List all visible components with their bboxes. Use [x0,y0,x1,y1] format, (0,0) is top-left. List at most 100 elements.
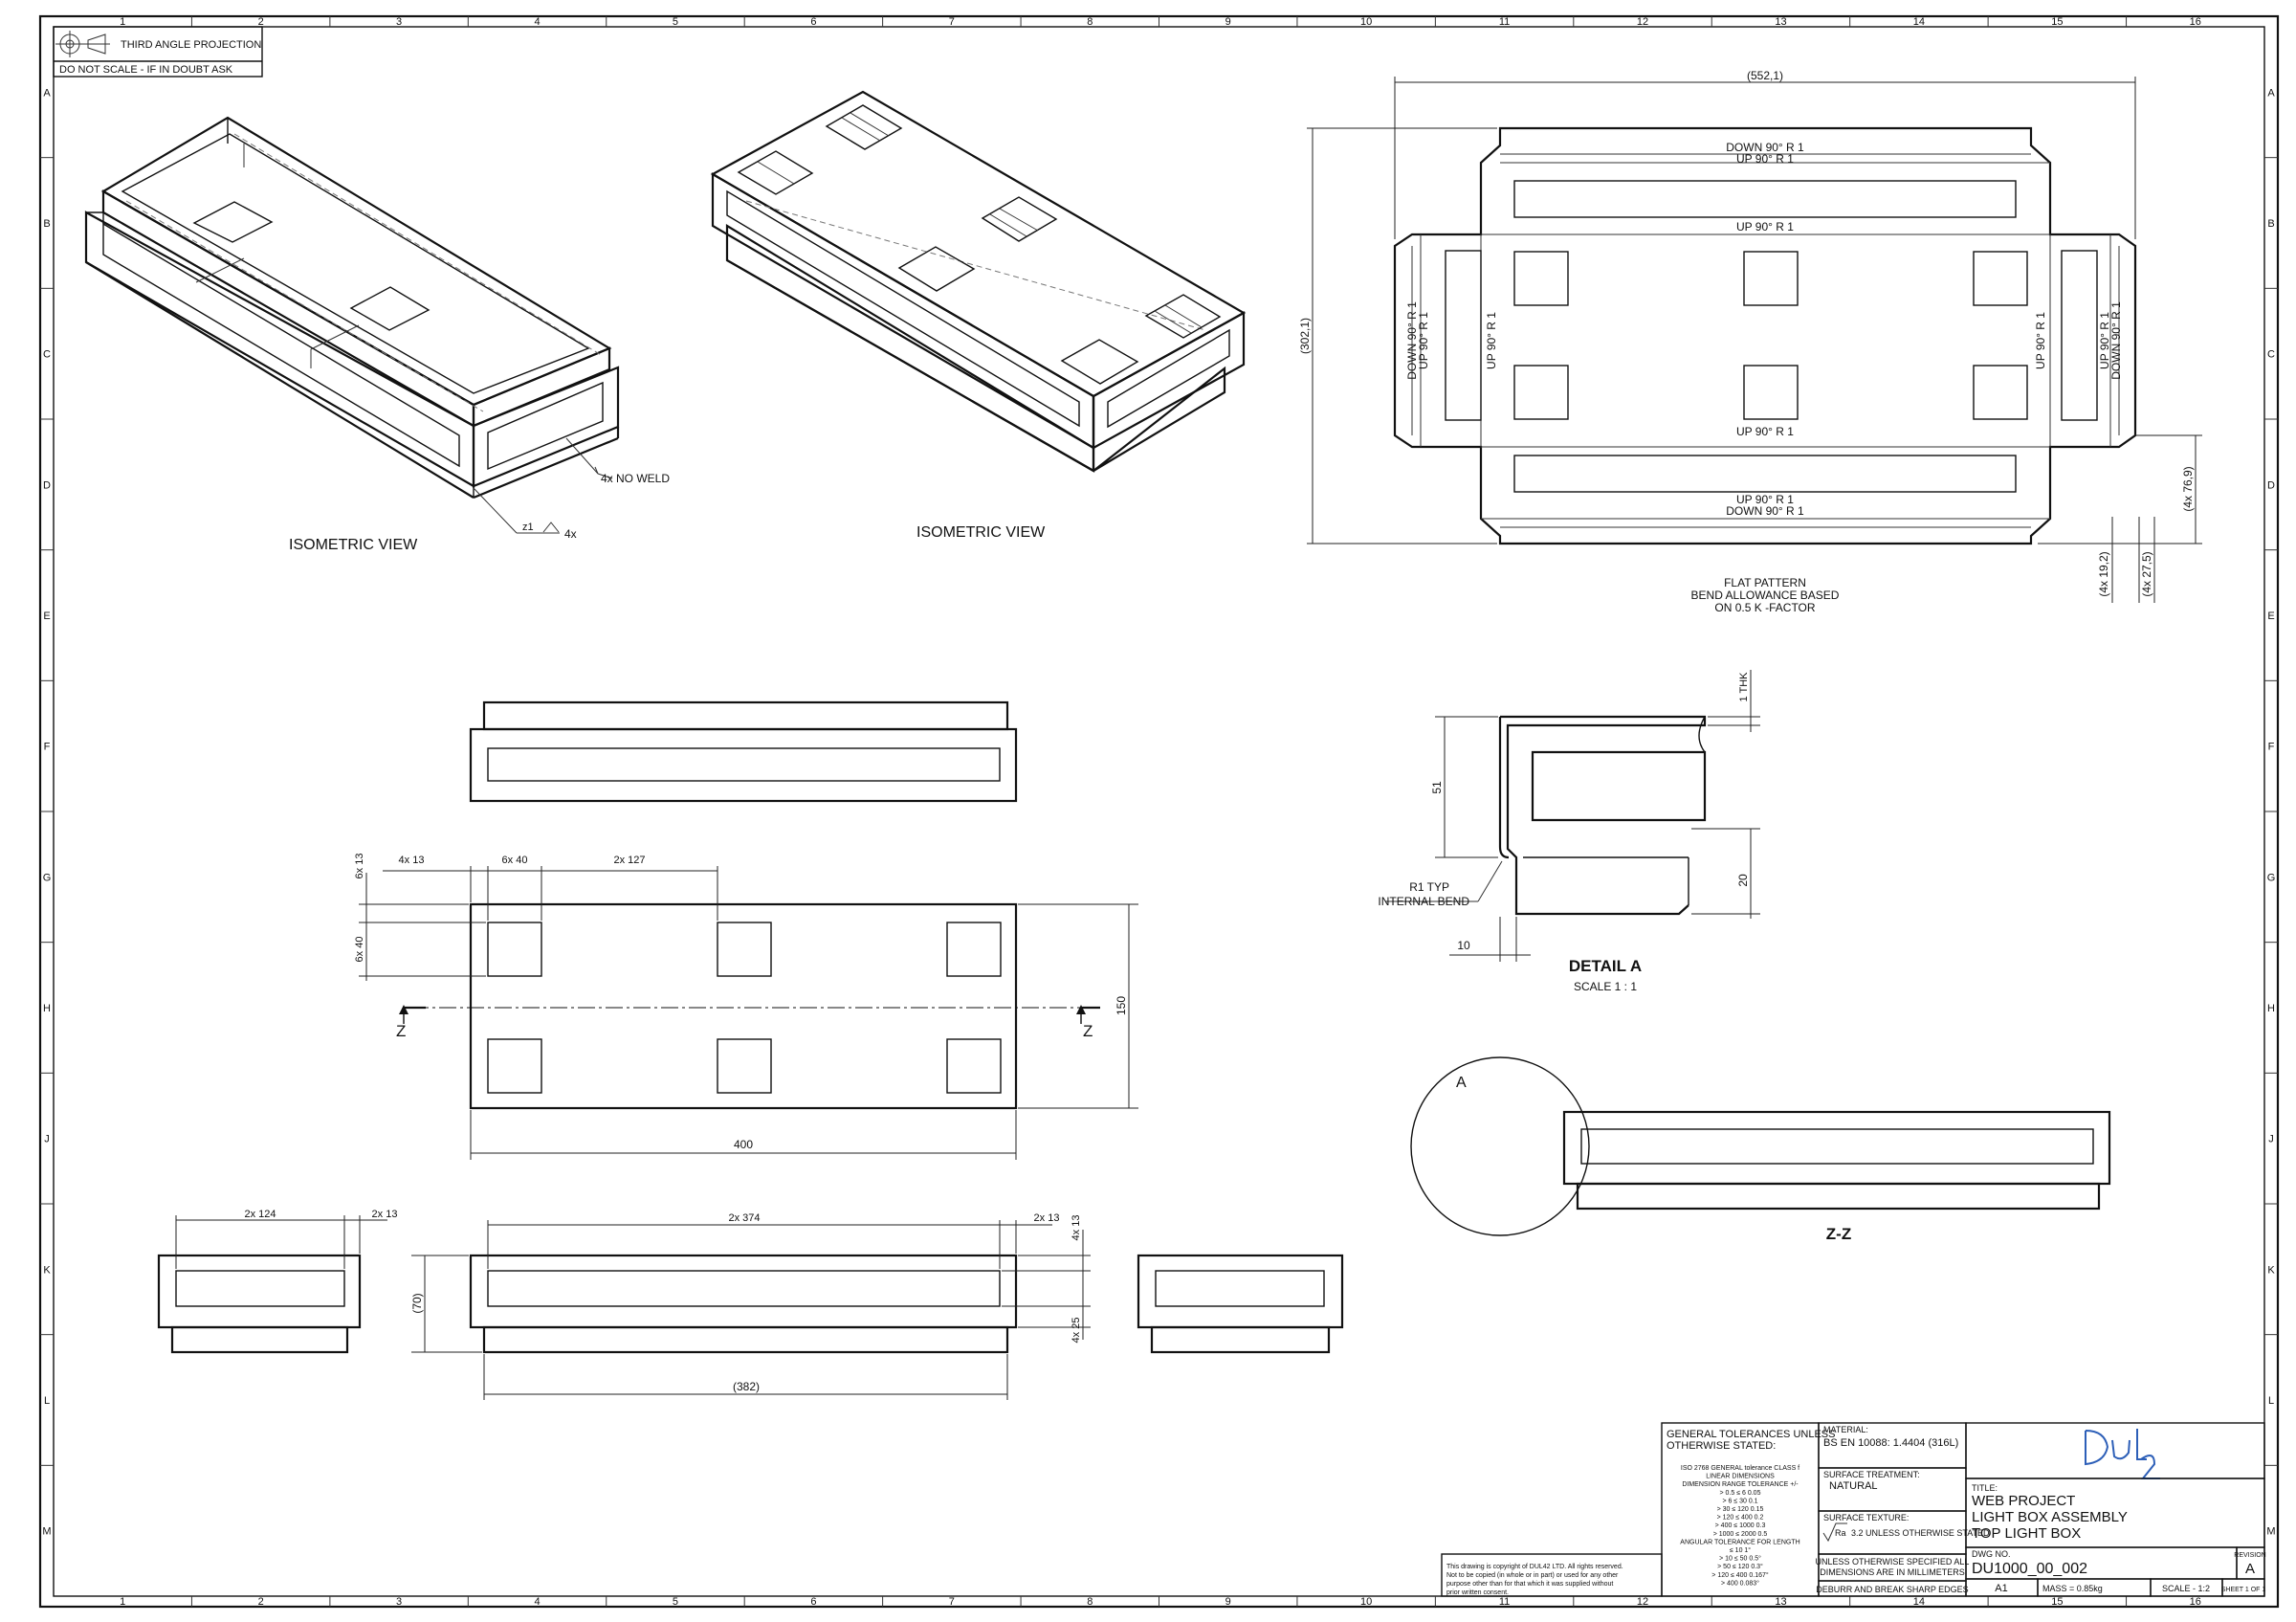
dim-400: 400 [734,1138,753,1151]
tolerance-line: > 0.5 ≤ 6 0.05 [1720,1490,1761,1497]
dim-2x374: 2x 374 [728,1212,760,1224]
drawing-border: 1122334455667788991010111112121313141415… [38,14,2280,1609]
column-label-bottom: 4 [534,1596,540,1608]
surface-texture-ra: Ra [1835,1528,1846,1538]
column-label-top: 8 [1087,16,1093,28]
flat-pattern-view: DOWN 90° R 1 UP 90° R 1 UP 90° R 1 UP 90… [1298,69,2202,614]
units-note-2: DIMENSIONS ARE IN MILLIMETERS [1820,1567,1965,1577]
row-label-left: A [43,87,51,99]
tolerance-line: ANGULAR TOLERANCE FOR LENGTH [1680,1539,1799,1545]
column-label-top: 1 [120,16,125,28]
tolerance-line: > 30 ≤ 120 0.15 [1717,1506,1764,1513]
dwg-no-value: DU1000_00_002 [1972,1561,2087,1577]
title-line-2: LIGHT BOX ASSEMBLY [1972,1509,2128,1525]
no-weld-note: 4x NO WELD [601,472,670,485]
company-logo [2085,1429,2160,1479]
sheet-number: SHEET 1 OF 1 [2221,1587,2266,1593]
dim-2x124: 2x 124 [244,1209,276,1220]
tolerance-line: > 400 0.083° [1721,1579,1759,1587]
copyright-notice: This drawing is copyright of DUL42 LTD. … [1446,1564,1625,1596]
row-label-right: E [2267,611,2274,622]
dim-150: 150 [1115,996,1128,1015]
weld-size: z1 [522,522,534,533]
detail-dim-51: 51 [1430,781,1444,794]
sheet-size: A1 [1995,1583,2007,1594]
side-elevation-center: 2x 374 2x 13 4x 13 4x 25 (70) (382) [410,1212,1091,1400]
dim-382: (382) [733,1380,760,1393]
detail-a-callout: A [1456,1075,1467,1091]
section-mark-right: Z [1083,1022,1093,1040]
tolerance-line: > 400 ≤ 1000 0.3 [1715,1522,1766,1529]
row-label-right: L [2268,1395,2274,1407]
column-label-bottom: 3 [396,1596,402,1608]
column-label-bottom: 1 [120,1596,125,1608]
row-label-left: J [44,1134,50,1145]
surface-treatment-value: NATURAL [1829,1480,1878,1492]
section-z-z-title: Z-Z [1826,1225,1851,1243]
row-label-right: A [2267,87,2275,99]
column-label-top: 16 [2190,16,2201,28]
row-label-left: L [44,1395,50,1407]
detail-dim-20: 20 [1736,874,1750,887]
column-label-bottom: 13 [1775,1596,1786,1608]
dim-6x13: 6x 13 [354,854,365,879]
column-label-top: 9 [1225,16,1231,28]
section-z-z-view: A Z-Z [1410,1056,2111,1243]
tolerance-line: > 10 ≤ 50 0.5° [1719,1555,1761,1563]
column-markers: 1122334455667788991010111112121313141415… [120,16,2201,1608]
title-label: TITLE: [1972,1483,1998,1493]
tolerance-line: DIMENSION RANGE TOLERANCE +/- [1682,1481,1799,1488]
detail-a-scale: SCALE 1 : 1 [1574,980,1637,993]
bend-label-up-lower: UP 90° R 1 [1736,425,1794,438]
row-label-right: G [2267,872,2276,883]
section-mark-left: Z [396,1022,406,1040]
column-label-bottom: 9 [1225,1596,1231,1608]
column-label-bottom: 8 [1087,1596,1093,1608]
dim-2x127: 2x 127 [613,855,645,866]
isometric-view-1-title: ISOMETRIC VIEW [289,537,418,553]
material-value: BS EN 10088: 1.4404 (316L) [1823,1437,1958,1449]
detail-a-view: 51 1 THK 20 10 R1 TYP INTERNAL BEND DETA… [1378,670,1760,993]
row-label-right: C [2267,349,2275,361]
row-label-left: E [43,611,50,622]
bend-label-up-right: UP 90° R 1 [2098,312,2111,369]
general-tolerances-title-2: OTHERWISE STATED: [1667,1440,1776,1452]
column-label-bottom: 14 [1913,1596,1925,1608]
detail-dim-1thk: 1 THK [1738,672,1750,702]
detail-internal-bend: INTERNAL BEND [1378,895,1469,908]
surface-texture-label: SURFACE TEXTURE: [1823,1513,1909,1522]
tolerance-line: ISO 2768 GENERAL tolerance CLASS f [1681,1465,1799,1472]
column-label-bottom: 15 [2051,1596,2063,1608]
revision-value: A [2245,1561,2255,1577]
projection-label: THIRD ANGLE PROJECTION [121,39,261,51]
column-label-top: 6 [810,16,816,28]
title-line-1: WEB PROJECT [1972,1493,2075,1509]
title-block: This drawing is copyright of DUL42 LTD. … [1441,1422,2266,1597]
dim-4x13-vertical: 4x 13 [1071,1215,1082,1241]
flat-dim-19-2: (4x 19,2) [2097,551,2110,596]
row-label-left: G [43,872,52,883]
detail-r1-typ: R1 TYP [1409,880,1449,894]
isometric-view-2: ISOMETRIC VIEW [710,90,1247,541]
units-note-1: UNLESS OTHERWISE SPECIFIED ALL [1816,1557,1970,1566]
row-label-left: K [43,1264,51,1276]
side-elevation-left: 2x 124 2x 13 [157,1209,398,1354]
isometric-view-1: 4x NO WELD z1 4x ISOMETRIC VIEW [84,116,670,553]
row-label-right: M [2266,1526,2275,1538]
flat-pattern-title-3: ON 0.5 K -FACTOR [1714,601,1815,614]
column-label-bottom: 2 [258,1596,264,1608]
dim-2x13-left: 2x 13 [372,1209,398,1220]
column-label-bottom: 6 [810,1596,816,1608]
mass-value: MASS = 0.85kg [2042,1584,2103,1593]
do-not-scale-note: DO NOT SCALE - IF IN DOUBT ASK [59,64,233,76]
row-label-right: F [2268,742,2275,753]
title-line-3: TOP LIGHT BOX [1972,1525,2081,1542]
row-label-right: D [2267,479,2275,491]
bend-label-up-top: UP 90° R 1 [1736,152,1794,166]
plan-view: Z Z 6x 13 6x 40 4x 13 6x 40 2x 127 150 4… [354,854,1138,1160]
row-label-left: F [44,742,51,753]
dim-6x40-horizontal: 6x 40 [502,855,528,866]
bend-label-up-right-inner: UP 90° R 1 [2034,312,2047,369]
front-elevation [469,700,1018,803]
